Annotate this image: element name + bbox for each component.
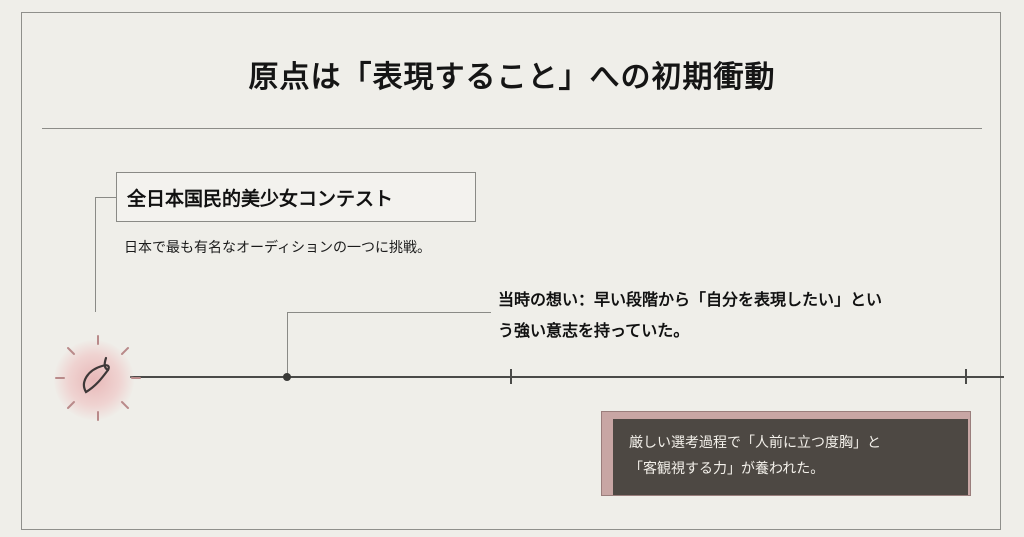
slide-title: 原点は「表現すること」への初期衝動 <box>248 60 776 95</box>
callout-line-1: 厳しい選考過程で「人前に立つ度胸」と <box>629 435 881 451</box>
thought-text: 当時の想い：早い段階から「自分を表現したい」とい う強い意志を持っていた。 <box>498 284 998 346</box>
thought-line-2: う強い意志を持っていた。 <box>498 321 690 340</box>
thought-connector-vertical <box>287 312 288 377</box>
event-name: 全日本国民的美少女コンテスト <box>127 187 394 210</box>
title-divider <box>42 128 982 129</box>
seed-sprout-icon <box>55 335 141 421</box>
event-connector-horizontal <box>95 197 116 198</box>
timeline-dot <box>283 373 291 381</box>
event-description: 日本で最も有名なオーディションの一つに挑戦。 <box>124 240 432 256</box>
insight-callout: 厳しい選考過程で「人前に立つ度胸」と 「客観視する力」が養われた。 <box>613 419 968 495</box>
start-glow <box>54 340 134 420</box>
timeline-tick <box>965 369 967 384</box>
event-label-box: 全日本国民的美少女コンテスト <box>116 172 476 222</box>
timeline-tick <box>510 369 512 384</box>
event-connector-vertical <box>95 197 96 312</box>
timeline-axis <box>130 376 1004 378</box>
slide-frame <box>21 12 1001 530</box>
thought-connector-horizontal <box>287 312 491 313</box>
callout-line-2: 「客観視する力」が養われた。 <box>629 461 825 477</box>
thought-line-1: 当時の想い：早い段階から「自分を表現したい」とい <box>498 290 883 309</box>
